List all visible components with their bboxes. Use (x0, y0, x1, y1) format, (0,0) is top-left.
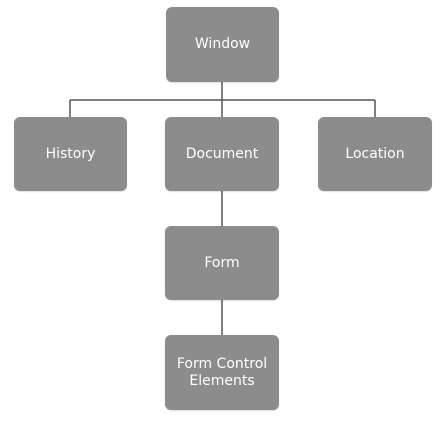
node-form: Form (165, 226, 279, 300)
node-document-label: Document (185, 145, 259, 162)
node-form-label: Form (204, 254, 240, 271)
node-form-control-elements: Form Control Elements (165, 335, 279, 410)
node-location-label: Location (345, 145, 405, 162)
node-document: Document (165, 117, 279, 191)
node-history: History (14, 117, 127, 191)
node-history-label: History (45, 145, 96, 162)
node-location: Location (318, 117, 432, 191)
node-form-control-elements-label: Form Control Elements (176, 355, 268, 389)
node-window: Window (166, 7, 279, 82)
node-window-label: Window (194, 36, 251, 52)
